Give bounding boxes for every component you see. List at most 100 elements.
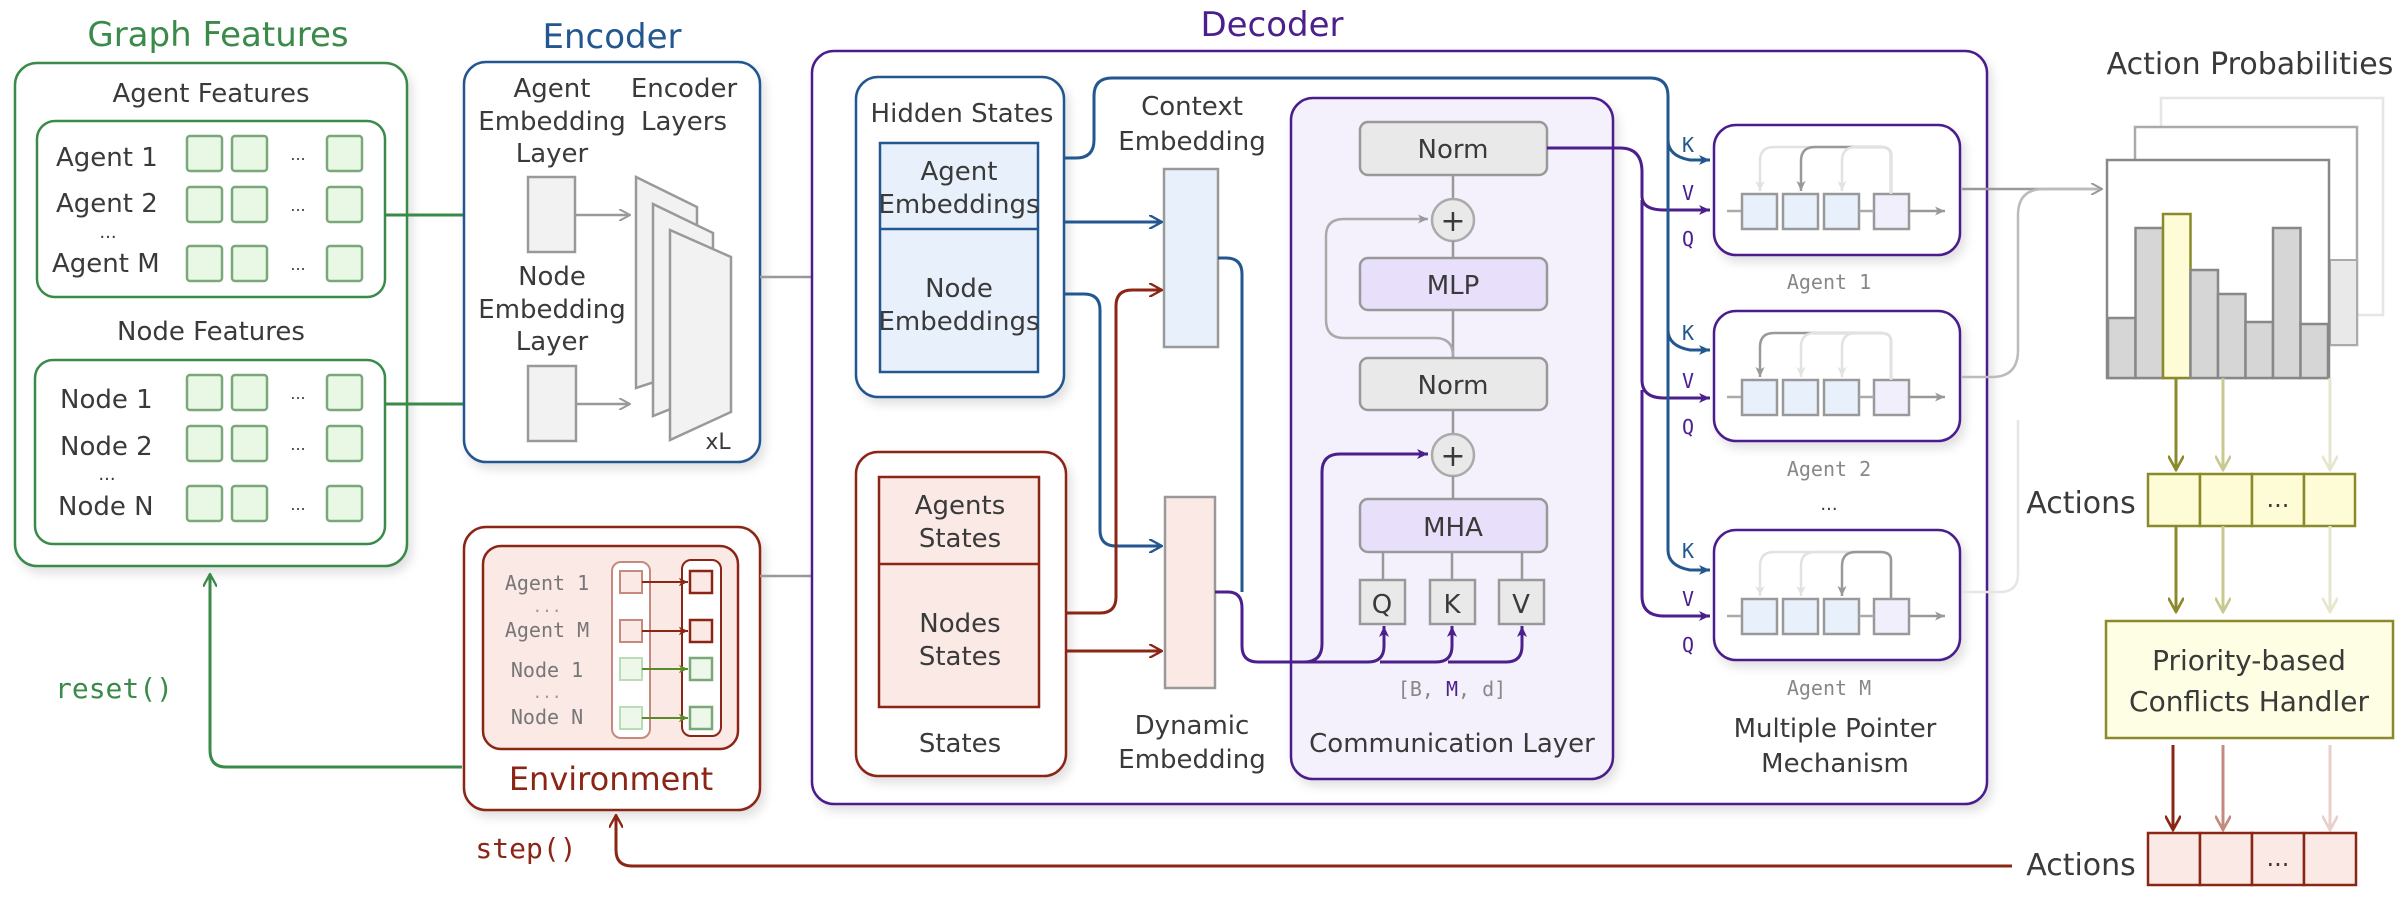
query-label: Q <box>1372 590 1392 620</box>
query-block <box>1358 578 1407 626</box>
env-row-label: Node N <box>511 705 583 729</box>
value-label: V <box>1682 369 1694 393</box>
feature-cell <box>185 185 224 224</box>
feature-cell <box>325 134 364 173</box>
repeat-label: xL <box>705 430 731 455</box>
query-label: Q <box>1682 415 1694 439</box>
action-probability-bar <box>2271 226 2302 380</box>
node-features-label: Node Features <box>117 317 305 347</box>
dynamic-embedding-label: Dynamic <box>1135 711 1250 741</box>
agent-embeddings-label: Agent <box>921 157 998 187</box>
agent-features-label: Agent Features <box>112 79 309 109</box>
feature-cell <box>230 424 269 463</box>
value-block <box>1497 578 1546 626</box>
feature-cell <box>325 373 364 412</box>
pointer-token <box>1740 378 1779 417</box>
step-arrow <box>616 815 2012 868</box>
agent-embedding-label: Embedding <box>478 107 625 137</box>
env-row-ellipsis: ... <box>533 597 562 616</box>
final-actions-array: ... <box>2146 831 2358 887</box>
node-row-label: Node 2 <box>60 432 153 462</box>
feature-cell <box>325 424 364 463</box>
dynamic-to-residual-arrow <box>1215 449 1428 664</box>
pointer-title: Multiple Pointer <box>1734 714 1937 744</box>
communication-layer-title: Communication Layer <box>1309 729 1595 759</box>
pointer-module <box>1712 123 1962 257</box>
plus-icon: + <box>1440 204 1465 239</box>
pointer-token <box>1822 378 1861 417</box>
feature-cell <box>185 373 224 412</box>
encoder-title: Encoder <box>542 17 681 57</box>
pointer-title: Mechanism <box>1761 749 1909 779</box>
query-label: Q <box>1682 227 1694 251</box>
pointer-token <box>1822 192 1861 231</box>
cell-ellipsis: ... <box>290 196 305 215</box>
cell-ellipsis: ... <box>290 435 305 454</box>
agent-embedding-label: Layer <box>516 139 589 169</box>
pointer-token <box>1740 597 1779 636</box>
to-value-arrow <box>1448 626 1527 664</box>
reset-label[interactable]: reset() <box>55 672 173 705</box>
pointer-agent-label: Agent 1 <box>1787 270 1871 294</box>
agent-embedding-label: Agent <box>514 74 591 104</box>
feature-cell <box>230 373 269 412</box>
encoder-layer-stack <box>634 174 733 442</box>
agent-row-label: Agent 2 <box>56 189 158 219</box>
selected-action-bar <box>2161 212 2192 380</box>
pointer-token <box>1872 597 1911 636</box>
key-block <box>1428 578 1477 626</box>
final-actions-ellipsis: ... <box>2267 844 2290 872</box>
cell-ellipsis: ... <box>290 145 305 164</box>
query-to-agent1-arrow <box>1547 146 1710 215</box>
pointer-agent-label: Agent M <box>1787 676 1871 700</box>
plus-icon: + <box>1440 439 1465 474</box>
env-row-label: Agent 1 <box>505 571 589 595</box>
feature-cell <box>185 424 224 463</box>
action-probability-bar <box>2216 292 2247 380</box>
step-label[interactable]: step() <box>475 832 576 865</box>
feature-cell <box>325 244 364 283</box>
reset-arrow <box>210 574 462 769</box>
states-title: States <box>919 729 1001 759</box>
pointer-token <box>1781 597 1820 636</box>
actions-ellipsis: ... <box>2267 485 2290 513</box>
dynamic-embedding-block <box>1163 495 1217 690</box>
action-probability-bar <box>2106 316 2137 380</box>
feature-cell <box>230 484 269 523</box>
to-key-arrow <box>1380 626 1457 664</box>
node-embedding-label: Node <box>518 262 586 292</box>
pointer-attention-arrow <box>1837 550 1893 599</box>
conflict-handler-label: Conflicts Handler <box>2129 685 2369 718</box>
mlp-label: MLP <box>1427 271 1480 301</box>
pointer-token <box>1872 192 1911 231</box>
feature-cell <box>325 484 364 523</box>
agents-states-to-context-arrow <box>1066 290 1162 615</box>
agent-row-label: Agent M <box>52 249 160 279</box>
pointer-attention-arrow <box>1837 145 1893 194</box>
environment-panel: Agent 1 ... Agent M Node 1 ... Node N En… <box>462 525 762 812</box>
feature-cell <box>325 185 364 224</box>
key-label: K <box>1682 539 1694 563</box>
value-label: V <box>1512 590 1530 620</box>
pointer-module <box>1712 528 1962 662</box>
node-embeddings-label: Embeddings <box>878 307 1039 337</box>
context-embedding-block <box>1162 167 1220 349</box>
agent-rows-ellipsis: ... <box>99 222 116 243</box>
feature-cell <box>230 244 269 283</box>
mha-block <box>1358 497 1549 554</box>
action-probability-bar <box>2189 268 2220 380</box>
feature-cell <box>230 134 269 173</box>
action-probabilities-title: Action Probabilities <box>2107 47 2394 82</box>
graph-features-panel: Graph Features Agent Features Agent 1 Ag… <box>13 15 409 568</box>
query-to-agentM-arrow <box>1640 390 1710 621</box>
dynamic-embedding-label: Embedding <box>1118 745 1265 775</box>
embeddings-stack <box>878 141 1040 374</box>
context-embedding-label: Embedding <box>1118 127 1265 157</box>
cell-ellipsis: ... <box>290 384 305 403</box>
agent-embedding-layer <box>526 175 577 254</box>
residual-skip-top <box>1324 214 1455 357</box>
pointer-token <box>1740 192 1779 231</box>
output-panel: Action Probabilities Actions ... Priorit… <box>2026 47 2395 887</box>
action-probability-bar <box>2299 322 2330 380</box>
query-label: Q <box>1682 633 1694 657</box>
